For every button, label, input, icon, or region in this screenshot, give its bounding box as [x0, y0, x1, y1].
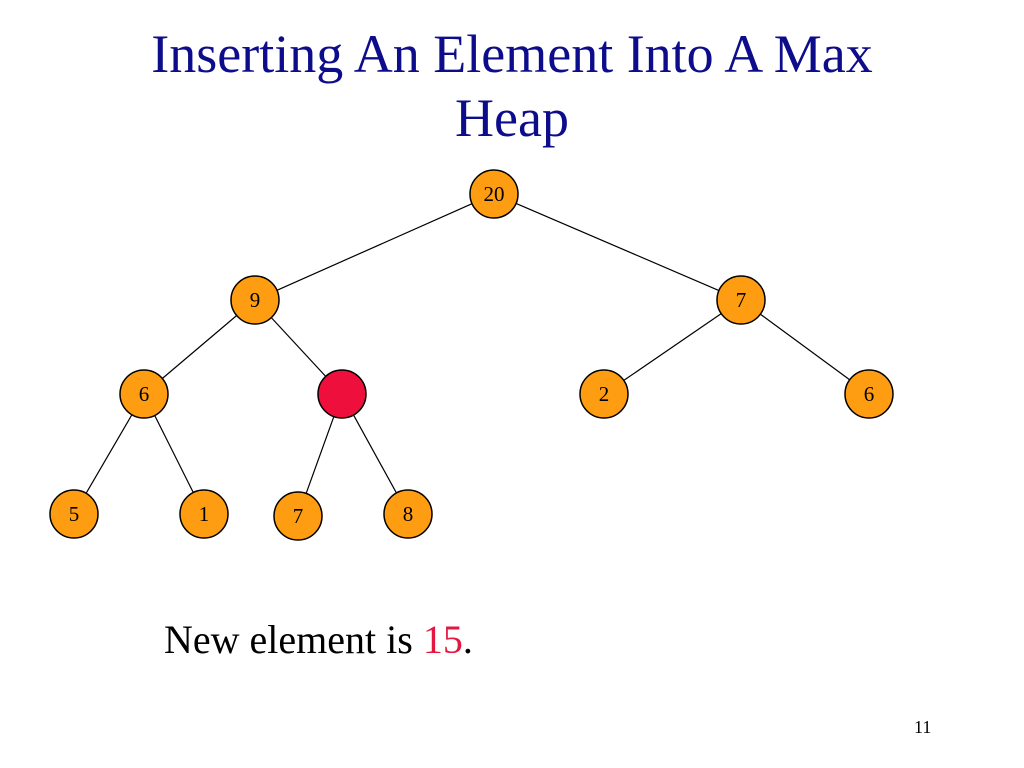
caption-suffix: . — [462, 617, 473, 662]
tree-edge — [85, 414, 133, 494]
node-label: 9 — [250, 288, 261, 312]
caption-prefix: New element is — [164, 617, 423, 662]
tree-edge — [270, 317, 327, 377]
tree-node-new — [317, 369, 367, 419]
node-label: 20 — [484, 182, 505, 206]
slide-title: Inserting An Element Into A Max Heap — [60, 22, 964, 150]
new-element-value: 15 — [422, 617, 463, 662]
tree-edge — [161, 315, 238, 379]
slide-title-line-2: Heap — [455, 88, 569, 148]
node-label: 7 — [293, 504, 304, 528]
node-label: 1 — [199, 502, 210, 526]
node-circle — [844, 369, 894, 419]
slide-title-line-1: Inserting An Element Into A Max — [151, 24, 873, 84]
page-number: 11 — [914, 717, 932, 737]
tree-node: 7 — [273, 491, 323, 541]
node-circle — [716, 275, 766, 325]
tree-node: 1 — [179, 489, 229, 539]
node-label: 2 — [599, 382, 610, 406]
tree-edge — [305, 416, 335, 494]
tree-node: 6 — [119, 369, 169, 419]
tree-node: 20 — [469, 169, 519, 219]
node-circle — [579, 369, 629, 419]
tree-node: 2 — [579, 369, 629, 419]
node-circle — [230, 275, 280, 325]
tree-node: 6 — [844, 369, 894, 419]
node-label: 6 — [864, 382, 875, 406]
tree-edge — [515, 202, 720, 292]
node-circle — [273, 491, 323, 541]
tree-node: 8 — [383, 489, 433, 539]
node-label: 7 — [736, 288, 747, 312]
tree-node: 9 — [230, 275, 280, 325]
tree-edge — [623, 313, 722, 381]
tree-edge — [353, 414, 397, 494]
node-circle — [49, 489, 99, 539]
node-label: 5 — [69, 502, 80, 526]
tree-node: 7 — [716, 275, 766, 325]
node-circle — [119, 369, 169, 419]
tree-edge — [759, 313, 851, 381]
new-node-circle — [317, 369, 367, 419]
tree-edge — [154, 415, 194, 493]
node-circle — [383, 489, 433, 539]
tree-nodes: 20 9 7 6 2 6 5 1 7 8 — [49, 169, 894, 541]
tree-node: 5 — [49, 489, 99, 539]
new-element-caption: New element is 15. — [164, 615, 473, 665]
tree-edge — [276, 203, 473, 291]
node-label: 8 — [403, 502, 414, 526]
node-circle — [179, 489, 229, 539]
node-circle — [469, 169, 519, 219]
tree-edges — [85, 202, 851, 494]
node-label: 6 — [139, 382, 150, 406]
